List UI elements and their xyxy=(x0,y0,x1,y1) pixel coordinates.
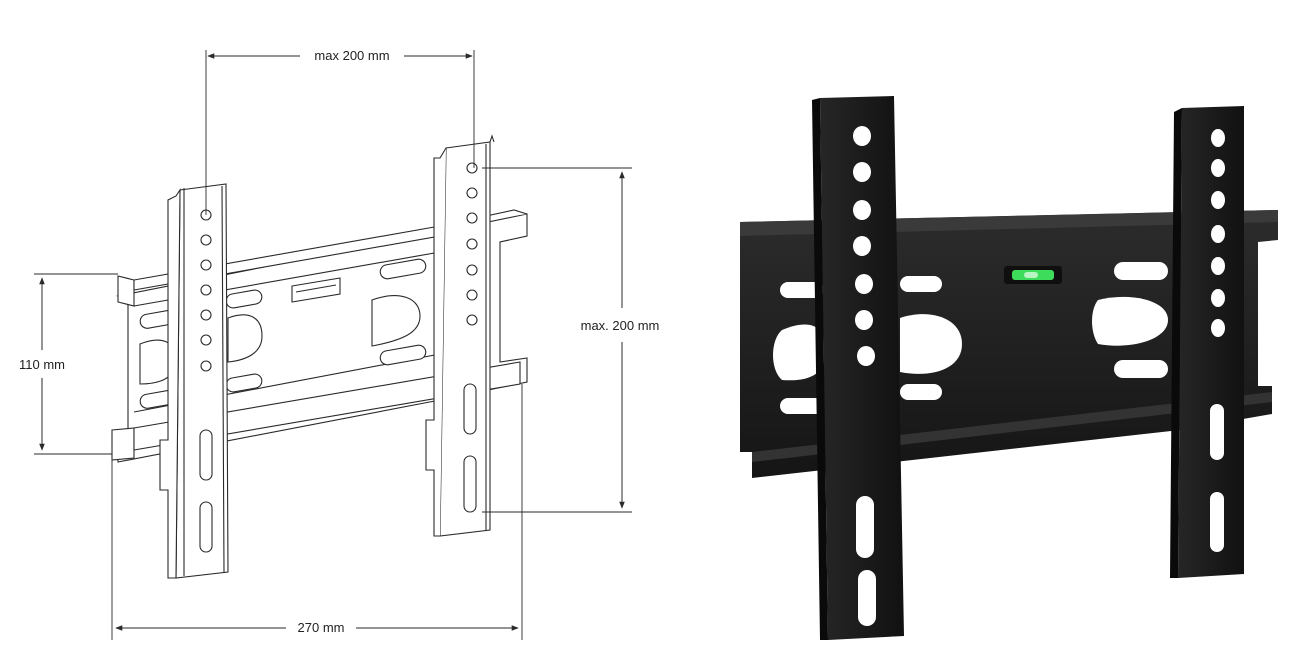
dimension-right-height: max. 200 mm xyxy=(581,318,660,333)
extension-lines xyxy=(34,50,632,640)
dimension-bottom-width: 270 mm xyxy=(298,620,345,635)
render-left-arm xyxy=(812,96,904,640)
dimension-left-height: 110 mm xyxy=(19,357,65,372)
left-arm-outline xyxy=(159,183,229,579)
dimension-top-width: max 200 mm xyxy=(314,48,389,63)
product-render xyxy=(740,96,1278,640)
dimension-arrows xyxy=(39,53,625,631)
line-drawing xyxy=(34,50,632,640)
render-right-arm xyxy=(1170,106,1244,578)
right-arm-outline xyxy=(425,134,495,537)
